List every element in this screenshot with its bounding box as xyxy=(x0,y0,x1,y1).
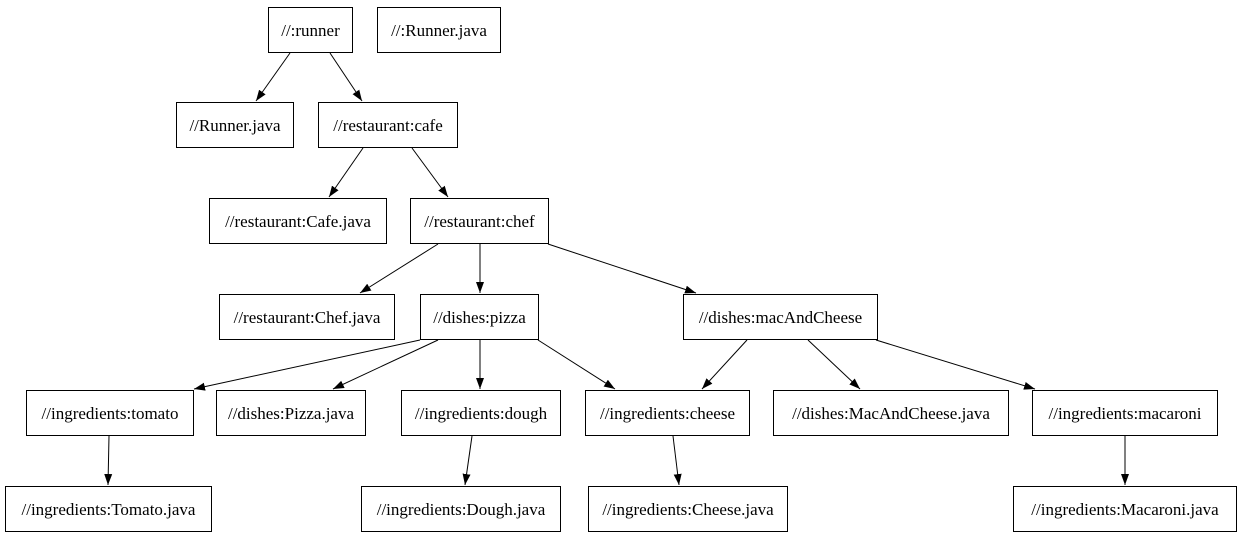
graph-node-label: //ingredients:Tomato.java xyxy=(21,499,196,519)
graph-node-label: //ingredients:dough xyxy=(414,403,548,423)
graph-edge-pizza-to-cheese xyxy=(537,339,616,390)
graph-node-mac-and-cheese-java: //dishes:MacAndCheese.java xyxy=(773,390,1009,436)
graph-node-label: //ingredients:Macaroni.java xyxy=(1031,499,1219,519)
graph-edge-chef-to-mac-and-cheese xyxy=(547,243,697,294)
graph-node-label: //dishes:macAndCheese xyxy=(698,307,863,327)
graph-node-mac-and-cheese: //dishes:macAndCheese xyxy=(683,294,878,340)
graph-edge-mac-and-cheese-to-mac-and-cheese-java xyxy=(807,339,861,390)
graph-node-label: //dishes:MacAndCheese.java xyxy=(792,403,990,423)
graph-node-label: //ingredients:cheese xyxy=(599,403,735,423)
graph-node-label: //Runner.java xyxy=(189,115,281,135)
graph-node-cheese: //ingredients:cheese xyxy=(585,390,750,436)
graph-node-runner: //:runner xyxy=(268,7,353,53)
graph-node-label: //restaurant:Chef.java xyxy=(233,307,381,327)
graph-node-pizza-java: //dishes:Pizza.java xyxy=(216,390,366,436)
graph-node-cafe-java: //restaurant:Cafe.java xyxy=(209,198,387,244)
graph-edge-dough-to-dough-java xyxy=(462,435,473,486)
graph-node-tomato-java: //ingredients:Tomato.java xyxy=(5,486,212,532)
graph-node-tomato: //ingredients:tomato xyxy=(26,390,194,436)
graph-node-label: //ingredients:Dough.java xyxy=(376,499,546,519)
graph-edge-cafe-to-cafe-java xyxy=(328,147,364,198)
graph-edge-runner-to-runner-java xyxy=(255,52,291,102)
graph-edge-cafe-to-chef xyxy=(411,147,449,198)
graph-node-macaroni: //ingredients:macaroni xyxy=(1032,390,1218,436)
graph-node-dough-java: //ingredients:Dough.java xyxy=(361,486,561,532)
graph-node-label: //:Runner.java xyxy=(391,20,487,40)
graph-node-pizza: //dishes:pizza xyxy=(420,294,539,340)
graph-node-label: //ingredients:tomato xyxy=(41,403,179,423)
graph-edge-pizza-to-tomato xyxy=(193,339,421,391)
graph-node-macaroni-java: //ingredients:Macaroni.java xyxy=(1013,486,1237,532)
graph-node-label: //restaurant:chef xyxy=(424,211,535,231)
graph-edge-mac-and-cheese-to-cheese xyxy=(701,339,748,390)
graph-edge-runner-to-cafe xyxy=(329,52,363,102)
graph-node-runner-java-target: //:Runner.java xyxy=(377,7,501,53)
graph-node-label: //dishes:pizza xyxy=(433,307,526,327)
graph-node-cheese-java: //ingredients:Cheese.java xyxy=(588,486,788,532)
graph-node-label: //restaurant:Cafe.java xyxy=(225,211,371,231)
graph-node-label: //ingredients:Cheese.java xyxy=(602,499,774,519)
graph-edge-pizza-to-pizza-java xyxy=(332,339,439,390)
graph-node-label: //restaurant:cafe xyxy=(333,115,443,135)
graph-node-dough: //ingredients:dough xyxy=(401,390,561,436)
graph-node-label: //ingredients:macaroni xyxy=(1048,403,1202,423)
graph-node-label: //:runner xyxy=(281,20,340,40)
graph-node-cafe: //restaurant:cafe xyxy=(318,102,458,148)
graph-edge-chef-to-chef-java xyxy=(359,243,439,294)
graph-edge-tomato-to-tomato-java xyxy=(104,435,113,486)
graph-node-chef: //restaurant:chef xyxy=(410,198,549,244)
graph-node-chef-java: //restaurant:Chef.java xyxy=(219,294,395,340)
graph-edge-mac-and-cheese-to-macaroni xyxy=(875,339,1036,390)
graph-node-runner-java: //Runner.java xyxy=(176,102,294,148)
graph-edge-cheese-to-cheese-java xyxy=(672,435,682,486)
graph-node-label: //dishes:Pizza.java xyxy=(227,403,355,423)
